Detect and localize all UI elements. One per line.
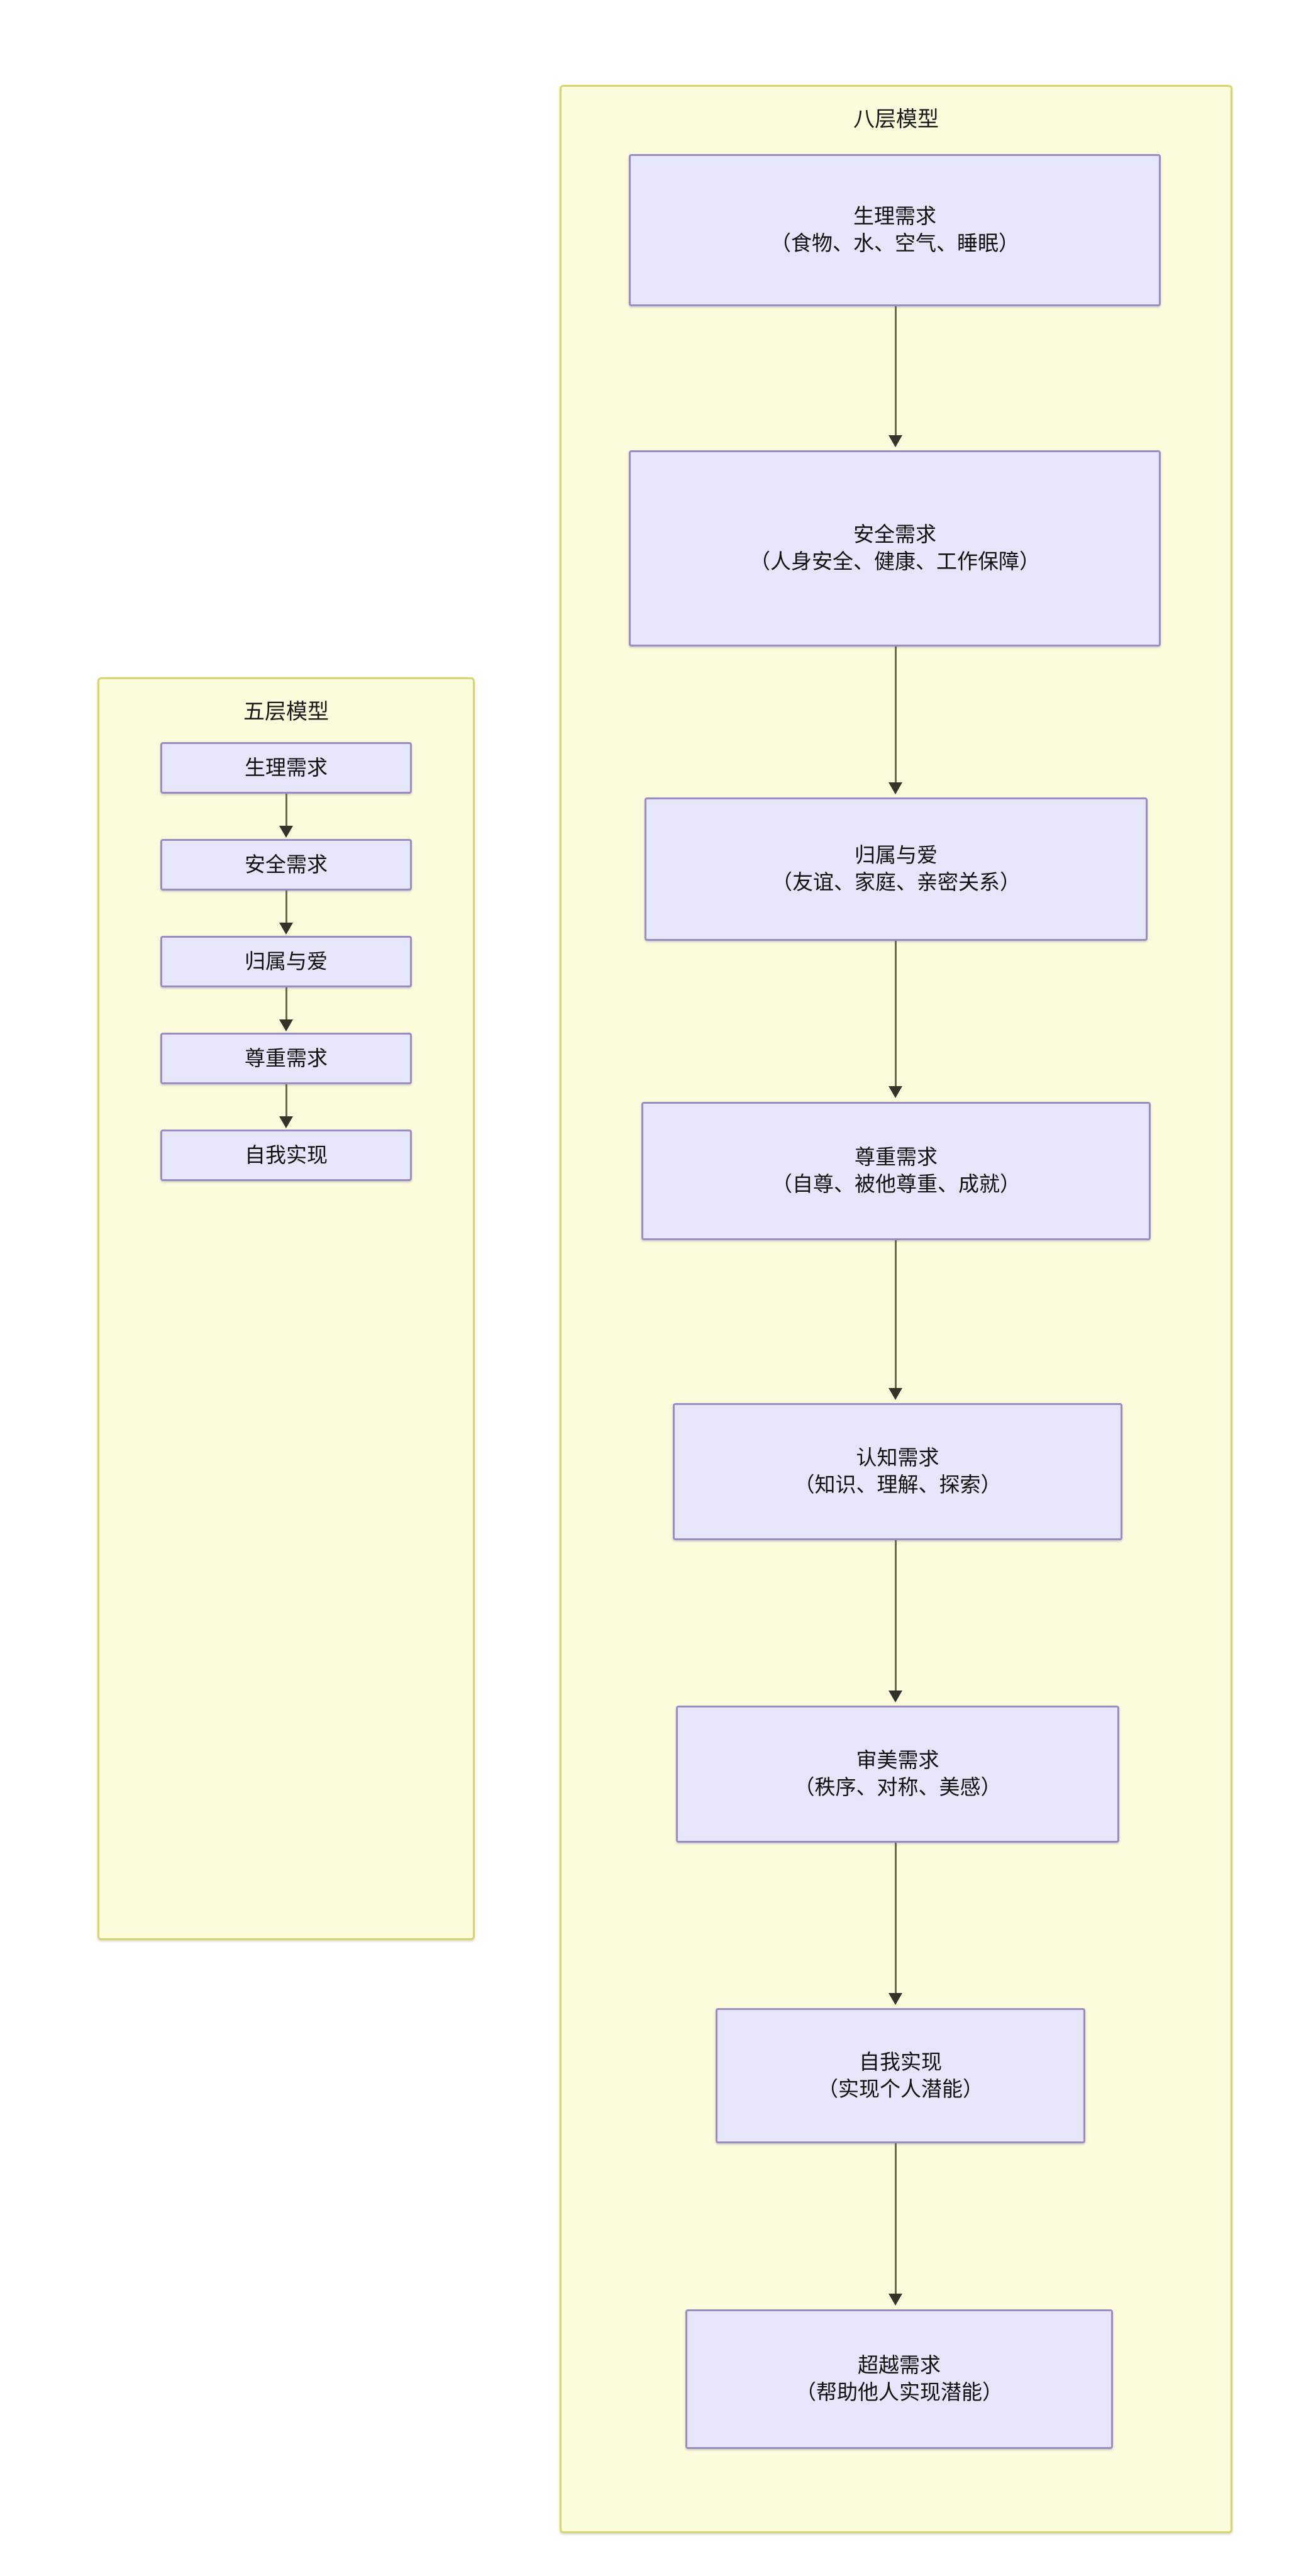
edge-f3-f4 [285,987,287,1021]
edge-e2-e3 [895,647,897,783]
arrow-e7-e8 [889,2294,902,2306]
node-title: 尊重需求 [245,1046,328,1070]
arrow-e5-e6 [889,1690,902,1702]
node-title: 自我实现 [245,1143,328,1167]
node-detail: （帮助他人实现潜能） [795,2380,1003,2404]
node-five-belonging[interactable]: 归属与爱 [160,936,412,987]
arrow-e2-e3 [889,782,902,794]
edge-e4-e5 [895,1240,897,1389]
node-title: 归属与爱 [855,843,938,867]
node-eight-cognitive[interactable]: 认知需求 （知识、理解、探索） [673,1403,1122,1540]
node-title: 生理需求 [245,755,328,779]
node-eight-safety[interactable]: 安全需求 （人身安全、健康、工作保障） [629,450,1161,647]
edge-f1-f2 [285,794,287,827]
node-title: 自我实现 [859,2050,942,2074]
edge-e5-e6 [895,1540,897,1691]
node-eight-esteem[interactable]: 尊重需求 （自尊、被他尊重、成就） [641,1102,1151,1240]
node-five-safety[interactable]: 安全需求 [160,839,412,891]
node-title: 归属与爱 [245,949,328,973]
node-five-selfactualization[interactable]: 自我实现 [160,1130,412,1181]
arrow-e4-e5 [889,1388,902,1400]
node-title: 认知需求 [856,1446,939,1470]
node-five-esteem[interactable]: 尊重需求 [160,1033,412,1084]
node-detail: （人身安全、健康、工作保障） [750,550,1040,573]
node-five-physiological[interactable]: 生理需求 [160,742,412,794]
node-detail: （友谊、家庭、亲密关系） [772,870,1021,894]
arrow-e1-e2 [889,435,902,447]
node-eight-aesthetic[interactable]: 审美需求 （秩序、对称、美感） [676,1706,1119,1843]
node-eight-selfactualization[interactable]: 自我实现 （实现个人潜能） [716,2008,1085,2143]
node-eight-belonging[interactable]: 归属与爱 （友谊、家庭、亲密关系） [645,797,1148,941]
node-title: 生理需求 [853,204,936,228]
edge-f2-f3 [285,891,287,924]
cluster-eight-layer-title: 八层模型 [853,108,939,131]
arrow-f1-f2 [279,826,293,838]
node-detail: （实现个人潜能） [817,2077,983,2101]
arrow-f3-f4 [279,1019,293,1031]
arrow-f4-f5 [279,1116,293,1128]
node-title: 安全需求 [245,852,328,876]
edge-e3-e4 [895,941,897,1087]
arrow-e6-e7 [889,1993,902,2005]
node-eight-physiological[interactable]: 生理需求 （食物、水、空气、睡眠） [629,154,1161,306]
edge-e7-e8 [895,2143,897,2294]
node-title: 尊重需求 [855,1145,938,1169]
edge-e1-e2 [895,306,897,436]
node-detail: （秩序、对称、美感） [794,1775,1002,1799]
node-title: 安全需求 [853,523,936,547]
node-detail: （自尊、被他尊重、成就） [772,1172,1021,1196]
edge-f4-f5 [285,1084,287,1118]
node-detail: （知识、理解、探索） [794,1473,1002,1496]
cluster-five-layer-title: 五层模型 [243,700,329,724]
node-eight-transcendence[interactable]: 超越需求 （帮助他人实现潜能） [685,2309,1113,2449]
arrow-e3-e4 [889,1086,902,1098]
node-title: 超越需求 [858,2353,941,2377]
edge-e6-e7 [895,1843,897,1994]
node-title: 审美需求 [856,1748,939,1772]
node-detail: （食物、水、空气、睡眠） [770,231,1019,255]
arrow-f2-f3 [279,923,293,935]
